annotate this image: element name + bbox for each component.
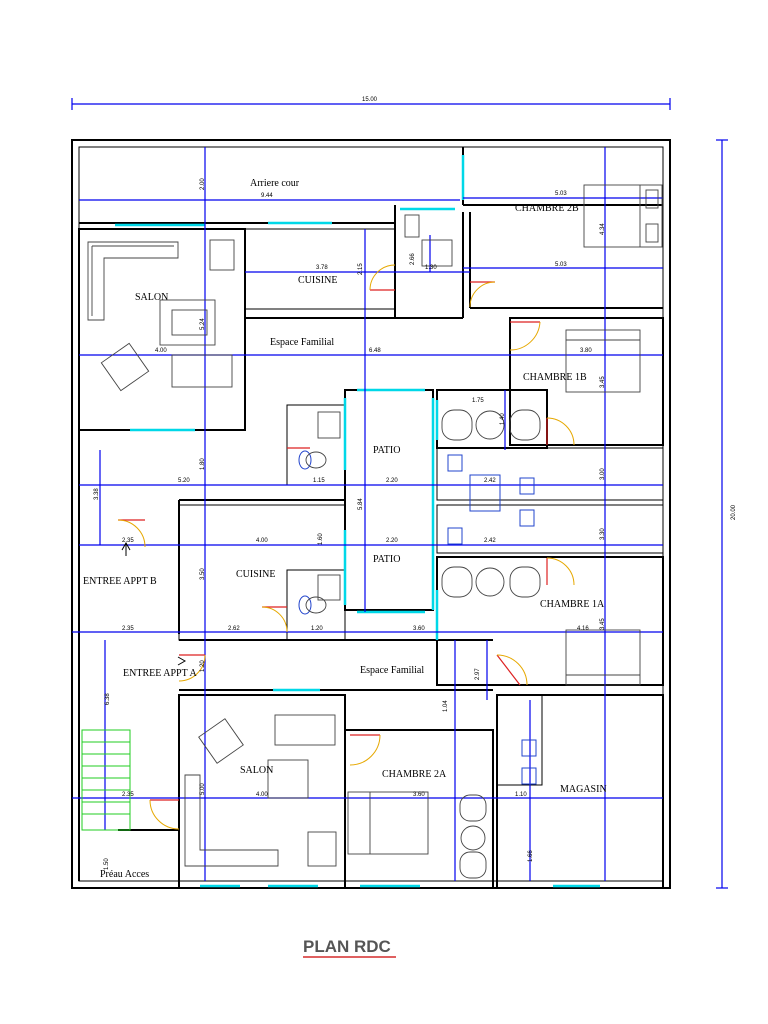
label-patio-bottom: PATIO <box>373 554 400 565</box>
dim-503b: 5.03 <box>555 262 567 268</box>
windows <box>115 155 600 888</box>
height-label: 20.00 <box>731 504 737 520</box>
dim-648: 6.48 <box>369 348 381 354</box>
label-chambre-1a: CHAMBRE 1A <box>540 599 605 610</box>
width-label: 15.00 <box>362 97 378 103</box>
dimension-numbers: 9.44 2.00 5.03 5.03 4.34 3.78 2.15 2.66 … <box>94 178 606 870</box>
dim-360a: 3.60 <box>413 626 425 632</box>
dim-120b: 1.20 <box>200 660 206 672</box>
label-entree-a: ENTREE APPT A <box>123 668 197 679</box>
doors <box>117 264 575 830</box>
label-espace-familial-top: Espace Familial <box>270 337 334 348</box>
dim-944: 9.44 <box>261 193 273 199</box>
dim-200: 2.00 <box>200 178 206 190</box>
dim-638: 6.38 <box>105 693 111 705</box>
dim-378: 3.78 <box>316 265 328 271</box>
label-entree-b: ENTREE APPT B <box>83 576 157 587</box>
label-magasin: MAGASIN <box>560 784 607 795</box>
dim-242a: 2.42 <box>484 478 496 484</box>
dim-235b: 2.35 <box>122 792 134 798</box>
stairs <box>81 729 131 831</box>
label-chambre-2b: CHAMBRE 2B <box>515 203 579 214</box>
plan-title-group: PLAN RDC <box>303 937 396 958</box>
dim-345a: 3.45 <box>600 376 606 388</box>
label-salon-bottom: SALON <box>240 765 273 776</box>
dim-297: 2.97 <box>475 668 481 680</box>
dim-150: 1.50 <box>104 858 110 870</box>
label-arriere-cour: Arriere cour <box>250 178 300 189</box>
dim-434: 4.34 <box>600 223 606 235</box>
dim-120a: 1.20 <box>311 626 323 632</box>
outer-walls <box>71 139 671 889</box>
dim-360b: 3.60 <box>413 792 425 798</box>
dim-345b: 3.45 <box>600 618 606 630</box>
label-patio-top: PATIO <box>373 445 400 456</box>
dim-130: 1.30 <box>425 265 437 271</box>
dim-416: 4.16 <box>577 626 589 632</box>
label-cuisine-bottom: CUISINE <box>236 569 275 580</box>
label-espace-familial-bottom: Espace Familial <box>360 665 424 676</box>
dim-524: 5.24 <box>200 318 206 330</box>
dim-503a: 5.03 <box>555 191 567 197</box>
dim-242b: 2.42 <box>484 538 496 544</box>
dimension-lines <box>72 147 663 881</box>
dim-300a: 3.00 <box>600 468 606 480</box>
dim-235a: 2.35 <box>122 538 134 544</box>
dim-110: 1.10 <box>515 792 527 798</box>
label-chambre-2a: CHAMBRE 2A <box>382 769 447 780</box>
label-salon-top: SALON <box>135 292 168 303</box>
dim-104: 1.04 <box>443 700 449 712</box>
dim-220a: 2.20 <box>386 478 398 484</box>
label-preau: Préau Acces <box>100 869 149 880</box>
dim-140: 1.40 <box>500 413 506 425</box>
label-cuisine-top: CUISINE <box>298 275 337 286</box>
dim-500: 5.00 <box>200 783 206 795</box>
dim-350: 3.50 <box>200 568 206 580</box>
dim-520: 5.20 <box>178 478 190 484</box>
dim-166: 1.66 <box>528 850 534 862</box>
dim-266: 2.66 <box>410 253 416 265</box>
dim-400a: 4.00 <box>155 348 167 354</box>
dim-380: 3.80 <box>580 348 592 354</box>
label-chambre-1b: CHAMBRE 1B <box>523 372 587 383</box>
dim-175: 1.75 <box>472 398 484 404</box>
dim-584: 5.84 <box>358 498 364 510</box>
dim-235-entree: 2.35 <box>122 626 134 632</box>
overall-width-dimension: 15.00 <box>71 97 671 110</box>
dim-180: 1.80 <box>200 458 206 470</box>
dim-220b: 2.20 <box>386 538 398 544</box>
furniture <box>81 184 663 879</box>
dim-400b: 4.00 <box>256 538 268 544</box>
overall-height-dimension: 20.00 <box>716 139 737 889</box>
dim-330: 3.30 <box>600 528 606 540</box>
dim-400c: 4.00 <box>256 792 268 798</box>
dim-215: 2.15 <box>358 263 364 275</box>
plan-title: PLAN RDC <box>303 937 391 956</box>
dim-262: 2.62 <box>228 626 240 632</box>
dim-338: 3.38 <box>94 488 100 500</box>
room-labels: Arriere cour CHAMBRE 2B SALON CUISINE Es… <box>83 178 607 880</box>
dim-160: 1.60 <box>318 533 324 545</box>
dim-115: 1.15 <box>313 478 325 484</box>
